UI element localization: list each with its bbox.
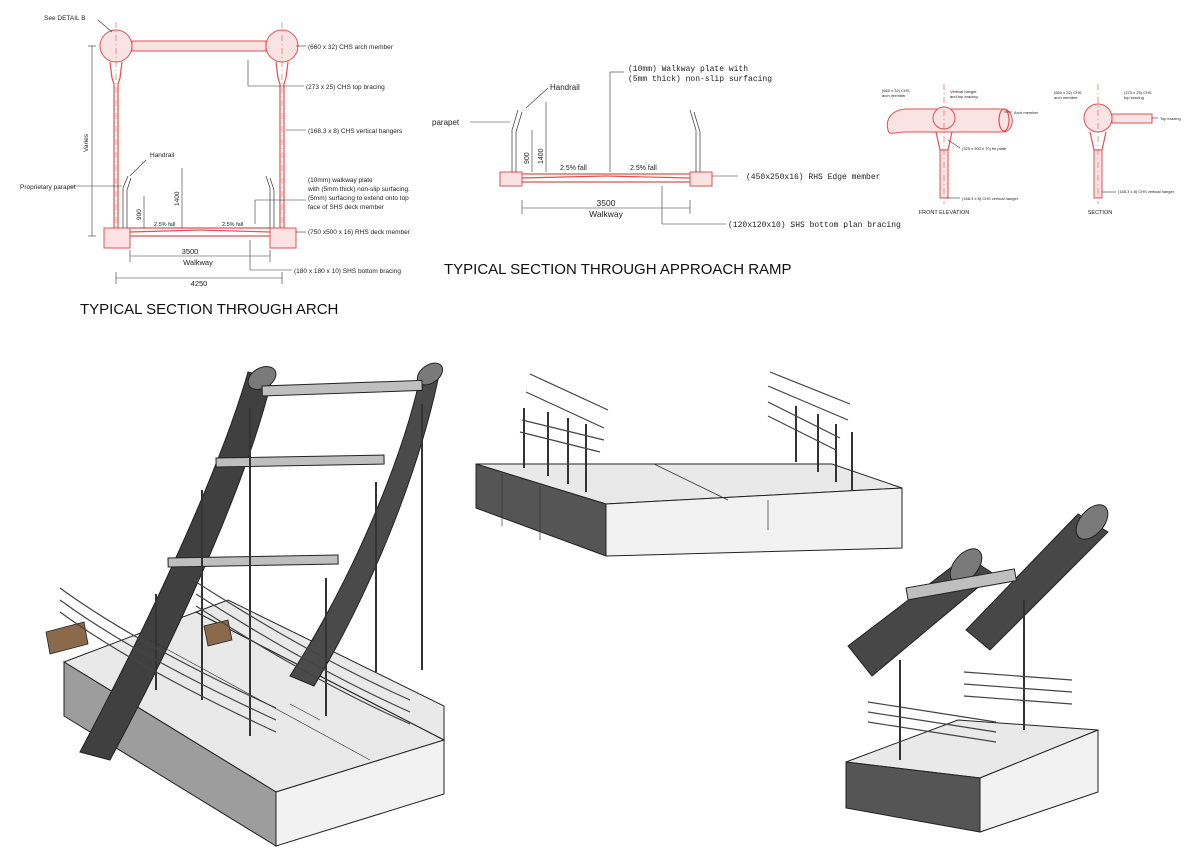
- front-elevation-caption: FRONT ELEVATION: [919, 210, 969, 216]
- detail-b-section: (660 x 32) CHS arch member (273 x 25) CH…: [1054, 84, 1181, 216]
- deck-member-label: (750 x500 x 16) RHS deck member: [308, 229, 411, 236]
- ramp-parapet-label: parapet: [432, 118, 460, 127]
- ramp-fall-right: 2.5% fall: [630, 165, 657, 172]
- top-bracing: [131, 40, 267, 52]
- arch-detail-3d-view: [845, 504, 1109, 833]
- ramp-dim-1400: 1400: [538, 148, 545, 164]
- ramp-walkway-note-1: (10mm) Walkway plate with: [628, 65, 748, 74]
- arch-dim-walkway: 3500: [182, 247, 199, 256]
- fe-label-6: (325 x 300 x 70) fin plate: [962, 146, 1007, 151]
- fe-label-5: Arch member: [1014, 110, 1039, 115]
- arch-walkway-note-2: with (5mm thick) non-slip surfacing.: [307, 186, 410, 193]
- arch-walkway-note-4: face of SHS deck member: [308, 204, 385, 211]
- ramp-dim-walkway: 3500: [597, 198, 616, 208]
- fe-label-1: (660 x 32) CHS: [882, 88, 910, 93]
- arch-parapet-label: Proprietary parapet: [20, 184, 76, 191]
- arch-section-title: TYPICAL SECTION THROUGH ARCH: [80, 301, 338, 318]
- varies-dim-label: Varies: [83, 133, 90, 152]
- ramp-parapet-right: [689, 109, 701, 172]
- sec-label-4: top bracing: [1124, 95, 1144, 100]
- ramp-parapet-left: [511, 109, 523, 172]
- section-caption: SECTION: [1088, 210, 1112, 216]
- arch-dim-1400: 1400: [174, 191, 181, 206]
- fe-label-7: (168.3 x 8) CHS vertical hanger: [962, 196, 1019, 201]
- sec-label-6: (168.3 x 8) CHS vertical hanger: [1118, 189, 1175, 194]
- arch-fall-left: 2.5% fall: [154, 222, 175, 228]
- arch-section-drawing: See DETAIL B (660 x 32) CHS arch member …: [20, 15, 411, 318]
- ramp-edge-member-label: (450x250x16) RHS Edge member: [746, 173, 881, 182]
- arch-bottom-bracing-label: (180 x 180 x 10) SHS bottom bracing: [294, 268, 401, 275]
- arch-walkway-note-3: (5mm) surfacing to extend onto top: [308, 195, 409, 202]
- arch-bridge-3d-view: [45, 362, 446, 847]
- fe-label-4: and top bracing: [950, 94, 978, 99]
- ramp-walkway-label: Walkway: [589, 209, 623, 219]
- ramp-section-drawing: (10mm) Walkway plate with (5mm thick) no…: [432, 65, 901, 278]
- top-bracing-label: (273 x 25) CHS top bracing: [306, 84, 385, 91]
- arch-walkway-note-1: (10mm) walkway plate: [308, 177, 373, 184]
- edge-member-left: [499, 171, 523, 187]
- sec-label-3: (273 x 25) CHS: [1124, 90, 1152, 95]
- detail-b-front-elevation: (660 x 32) CHS arch member Vertical hang…: [882, 84, 1039, 216]
- arch-handrail-label: Handrail: [150, 152, 175, 159]
- arch-walkway-label: Walkway: [183, 258, 213, 267]
- arch-detail-ref-label: See DETAIL B: [44, 15, 86, 22]
- edge-member-right: [689, 171, 713, 187]
- ramp-bottom-bracing-label: (120x120x10) SHS bottom plan bracing: [728, 221, 901, 230]
- ramp-3d-view: [475, 371, 903, 557]
- arch-member-label: (660 x 32) CHS arch member: [308, 44, 394, 51]
- sec-label-5: Top bracing: [1160, 116, 1181, 121]
- hanger-left: [109, 61, 123, 228]
- sec-label-2: arch member: [1054, 95, 1078, 100]
- hanger-right: [275, 61, 289, 228]
- ramp-walkway-note-2: (5mm thick) non-slip surfacing: [628, 75, 772, 84]
- fe-label-3: Vertical hanger: [950, 89, 977, 94]
- arch-dim-overall: 4250: [191, 279, 208, 288]
- ramp-handrail-label: Handrail: [550, 83, 580, 92]
- vertical-hangers-label: (168.3 x 8) CHS vertical hangers: [308, 128, 403, 135]
- arch-fall-right: 2.5% fall: [222, 222, 243, 228]
- sec-label-1: (660 x 32) CHS: [1054, 90, 1082, 95]
- ramp-fall-left: 2.5% fall: [560, 165, 587, 172]
- fe-label-2: arch member: [882, 93, 906, 98]
- arch-dim-900: 900: [136, 209, 143, 220]
- parapet-left: [122, 175, 132, 228]
- ramp-section-title: TYPICAL SECTION THROUGH APPROACH RAMP: [444, 261, 792, 278]
- parapet-right: [265, 175, 275, 228]
- ramp-parapet-left-3d: [519, 373, 609, 492]
- ramp-dim-900: 900: [524, 152, 531, 164]
- ramp-parapet-right-3d: [767, 371, 853, 490]
